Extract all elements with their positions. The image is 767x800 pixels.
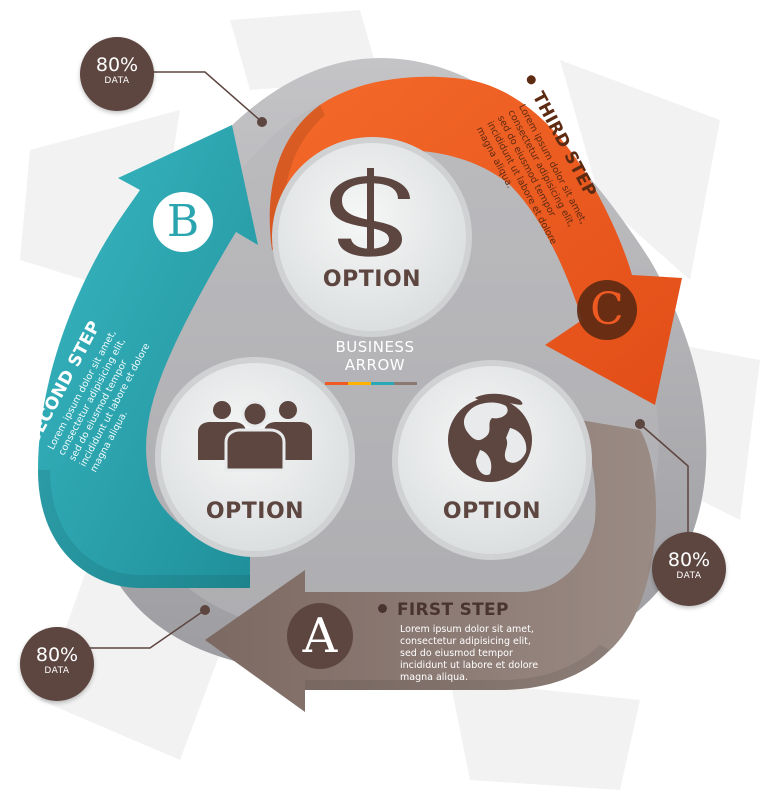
dollar-icon xyxy=(330,168,410,257)
letter-circle-b xyxy=(153,192,213,252)
badge-value: 80% xyxy=(35,644,79,666)
first-step-dot xyxy=(378,604,387,613)
first-step-body: Lorem ipsum dolor sit amet, consectetur … xyxy=(400,624,539,683)
center-bar-4 xyxy=(394,382,417,385)
badge-unit: DATA xyxy=(676,571,702,581)
option-label-top: OPTION xyxy=(322,267,422,292)
badge-value: 80% xyxy=(95,54,139,76)
center-bar-2 xyxy=(348,382,371,385)
badge-unit: DATA xyxy=(104,76,130,86)
data-badge-right: 80% DATA xyxy=(652,532,726,606)
center-bar-3 xyxy=(371,382,394,385)
center-title-line1: BUSINESS xyxy=(335,338,415,356)
first-step-title: FIRST STEP xyxy=(397,600,509,620)
letter-b: B xyxy=(166,196,200,247)
center-title: BUSINESS ARROW xyxy=(300,338,450,374)
center-title-line2: ARROW xyxy=(344,356,406,374)
leader-lines xyxy=(90,71,689,649)
third-step-dot xyxy=(525,73,538,86)
center-bar-1 xyxy=(325,382,348,385)
globe-icon xyxy=(448,393,532,482)
data-badge-bottom-left: 80% DATA xyxy=(20,627,94,701)
letter-c: C xyxy=(590,284,624,335)
letter-a: A xyxy=(302,608,338,664)
letter-circle-c xyxy=(577,280,637,340)
option-label-right: OPTION xyxy=(442,499,542,524)
option-label-left: OPTION xyxy=(205,499,305,524)
third-step-arrow xyxy=(269,76,682,405)
people-icon xyxy=(198,400,312,472)
badge-value: 80% xyxy=(667,549,711,571)
badge-unit: DATA xyxy=(44,666,70,676)
letter-circle-a xyxy=(287,603,353,669)
leader-dots xyxy=(200,117,645,615)
first-step-text: FIRST STEP Lorem ipsum dolor sit amet, c… xyxy=(378,600,550,684)
data-badge-top-left: 80% DATA xyxy=(80,37,154,111)
